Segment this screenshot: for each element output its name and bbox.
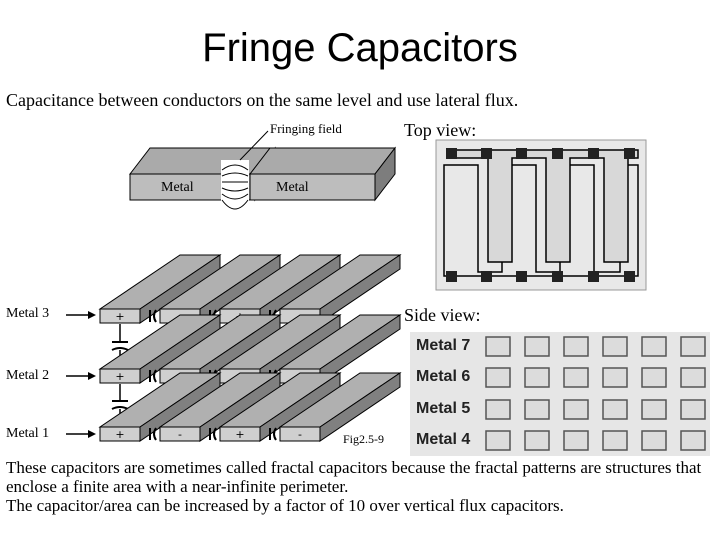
side-view-cell [680,399,706,420]
top-view-title: Top view: [404,120,477,140]
capacitor-plate [111,347,129,351]
leader-line [239,130,269,161]
side-view-title: Side view: [404,305,481,325]
metal-bar-front [99,308,141,324]
side-view-cell [485,367,511,388]
metal-left-label: Metal [161,180,194,195]
capacitor-plate [153,309,157,323]
side-view-cell [641,430,667,451]
side-view-cell [524,430,550,451]
side-view-cell [485,430,511,451]
top-view-diagram [435,139,647,291]
pad [588,271,599,282]
metal-bar-front [219,426,261,442]
side-view-cell [680,336,706,357]
field-line [221,199,249,210]
side-view-cell [563,367,589,388]
side-view-cell [641,399,667,420]
field-line [221,164,249,171]
side-view-cell [602,367,628,388]
side-view-cell [602,430,628,451]
metal-right-label: Metal [276,180,309,195]
level-label-metal1: Metal 1 [6,426,50,441]
side-view-row-label: Metal 7 [416,337,471,354]
field-line [221,193,249,200]
fringing-field-label: Fringing field [270,121,342,136]
side-view-cell [524,399,550,420]
side-view-cell [680,430,706,451]
body-paragraph: These capacitors are sometimes called fr… [6,458,702,496]
side-view-cell [524,367,550,388]
polarity-sign: + [115,428,124,441]
arrowhead [88,430,96,438]
pad [552,271,563,282]
arrowhead [88,372,96,380]
pad [481,271,492,282]
right-metal-front [249,173,376,201]
capacitor-plate [153,427,157,441]
metal-bar-front [99,426,141,442]
figure-label: Fig2.5-9 [343,432,385,446]
level-arrows [66,311,96,438]
side-view-cell [485,336,511,357]
side-view-cell [563,430,589,451]
body-paragraph: The capacitor/area can be increased by a… [6,496,564,515]
side-view-diagram [410,332,710,456]
capacitor-plate [153,369,157,383]
right-metal-side [374,146,396,202]
polarity-sign: + [235,428,244,441]
fringe-diagram [128,130,397,210]
side-view-cell [524,336,550,357]
polarity-sign: - [298,428,302,441]
capacitor-plate [111,406,129,410]
pad [552,148,563,159]
field-line [221,187,249,192]
side-view-cell [602,399,628,420]
side-view-cell [602,336,628,357]
pad [481,148,492,159]
metal-stack-diagram: +-+-+-+-+-+- [98,254,402,442]
side-view-cell [641,336,667,357]
polarity-sign: + [115,370,124,383]
level-label-metal2: Metal 2 [6,368,50,383]
side-view-row-label: Metal 5 [416,400,471,417]
right-metal-top [248,147,397,175]
side-view-cell [563,399,589,420]
level-label-metal3: Metal 3 [6,306,50,321]
pad [446,148,457,159]
metal-bar-front [159,426,201,442]
side-view-row-label: Metal 6 [416,368,471,385]
metal-bar-front [279,426,321,442]
intro-text: Capacitance between conductors on the sa… [6,90,519,110]
capacitor-plate [213,427,217,441]
slide-title: Fringe Capacitors [202,26,518,70]
side-view-cell [680,367,706,388]
side-view-cell [641,367,667,388]
side-view-row-label: Metal 4 [416,431,471,448]
polarity-sign: - [178,428,182,441]
metal-bar-front [99,368,141,384]
polarity-sign: + [115,310,124,323]
arrowhead [88,311,96,319]
pad [588,148,599,159]
capacitor-plate [273,427,277,441]
side-view-cell [485,399,511,420]
body-text: These capacitors are sometimes called fr… [6,458,716,515]
pad [516,271,527,282]
side-view-cell [563,336,589,357]
pad [446,271,457,282]
pad [624,148,635,159]
pad [516,148,527,159]
field-line [221,172,249,177]
pad [624,271,635,282]
